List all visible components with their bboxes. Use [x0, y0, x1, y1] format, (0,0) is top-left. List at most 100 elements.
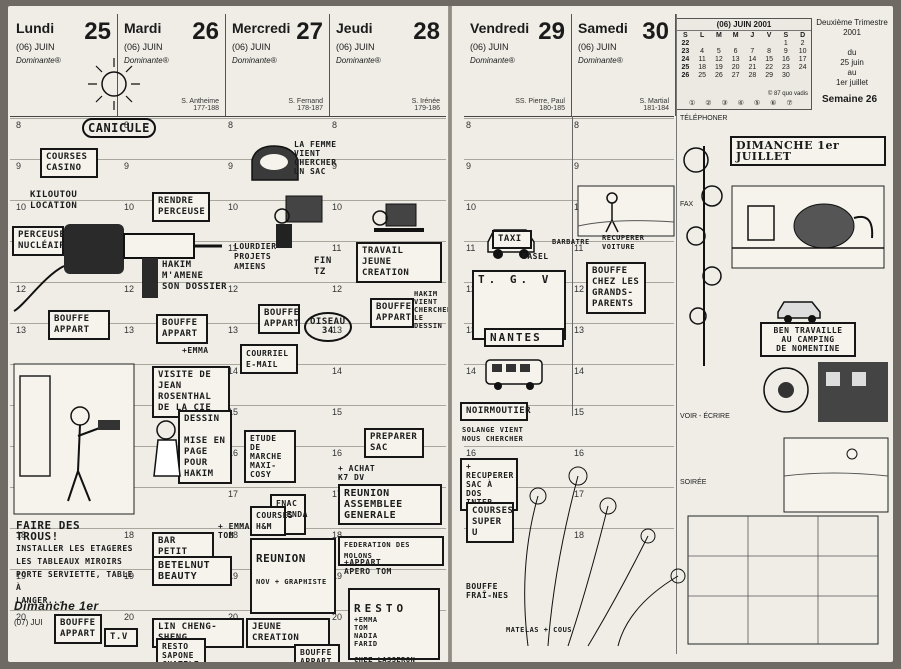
note-faire-trous: FAIRE DES TROUS!: [16, 519, 81, 543]
day-dominante: Dominante®: [16, 56, 61, 65]
hour-number: 8: [332, 120, 338, 130]
calendar-header-cell: L: [699, 31, 705, 39]
day-header-vendredi: Vendredi 29 (06) JUIN Dominante® SS. Pie…: [464, 14, 572, 116]
hour-line: [464, 323, 674, 324]
note-rendre-perceuse: RENDRE PERCEUSE: [152, 192, 210, 222]
note-courses-casino: COURSES CASINO: [40, 148, 98, 178]
hour-line: [464, 446, 674, 447]
hour-number: 8: [466, 120, 472, 130]
hour-number: 13: [228, 325, 239, 335]
beach-walker-icon: [577, 185, 675, 237]
note-nantes: NANTES: [484, 328, 564, 347]
resto-guests: +EMMA TOM NADIA FARID CHEZ LASSERON: [354, 616, 416, 662]
hour-number: 10: [16, 202, 27, 212]
note-federation: FEDERATION DES MOLONS: [338, 536, 444, 566]
house-icon: [818, 362, 888, 422]
calendar-day-cell: 21: [748, 63, 757, 71]
calendar-day-cell: [711, 39, 728, 47]
hour-line: [464, 487, 674, 488]
day-month: (06) JUIN: [124, 42, 163, 52]
note-ben: BEN TRAVAILLE AU CAMPING DE NOMENTINE: [760, 322, 856, 357]
calendar-day-cell: 16: [781, 55, 790, 63]
moon-phases: ① ② ③ ④ ⑤ ⑥ ⑦: [689, 100, 797, 107]
right-page: Vendredi 29 (06) JUIN Dominante® SS. Pie…: [452, 6, 893, 662]
note-preparer-sac: PREPARER SAC: [364, 428, 424, 458]
calendar-day-cell: 8: [767, 47, 772, 55]
note-bouffe-appart-6: BOUFFE APPART: [294, 644, 340, 662]
calendar-day-cell: 22: [681, 39, 690, 47]
calendar-day-cell: 17: [798, 55, 807, 63]
mini-calendar-credit: © 87 quo vadis: [767, 91, 808, 97]
day-saint: S. Irénée 179-186: [411, 98, 440, 112]
hour-number: 10: [124, 202, 135, 212]
telephoner-label: TÉLÉPHONER: [680, 115, 728, 122]
hour-number: 19: [16, 571, 27, 581]
note-bouffe-tn: BOUFFE FRAÎ-NES: [466, 582, 509, 600]
note-apero: +APPART APERO TOM: [344, 558, 392, 576]
hour-number: 14: [228, 366, 239, 376]
calendar-day-cell: [794, 71, 811, 79]
calendar-day-cell: 30: [781, 71, 790, 79]
day-saint: S. Martial 181-184: [639, 98, 669, 112]
resto-title: RESTO: [354, 602, 408, 615]
day-name: Samedi: [578, 20, 628, 36]
hour-number: 8: [124, 120, 130, 130]
note-barbatre: BARBATRE: [552, 238, 590, 246]
hour-number: 19: [124, 571, 135, 581]
hour-number: 13: [16, 325, 27, 335]
hour-number: 12: [574, 284, 585, 294]
hour-number: 15: [574, 407, 585, 417]
hour-line: [10, 487, 446, 488]
bus-icon: [485, 359, 543, 390]
note-kiloutou: KILOUTOU LOCATION: [30, 190, 78, 211]
hour-line: [10, 528, 446, 529]
day-dominante: Dominante®: [578, 56, 623, 65]
day-header-mardi: Mardi 26 (06) JUIN Dominante® S. Antheim…: [118, 14, 226, 116]
note-basel: BASEL: [522, 252, 549, 261]
day-name: Mardi: [124, 20, 162, 36]
hour-line: [464, 405, 674, 406]
hour-line: [464, 118, 674, 119]
day-header-mercredi: Mercredi 27 (06) JUIN Dominante® S. Fern…: [226, 14, 330, 116]
calendar-header-cell: M: [732, 31, 739, 39]
hour-number: 16: [228, 448, 239, 458]
hour-number: 20: [16, 612, 27, 622]
calendar-day-cell: 11: [698, 55, 706, 63]
hour-number: 17: [332, 489, 343, 499]
calendar-day-cell: [694, 39, 711, 47]
bag-icon: [251, 145, 299, 181]
hour-line: [464, 159, 674, 160]
hour-number: 10: [228, 202, 239, 212]
hour-number: 18: [332, 530, 343, 540]
hour-number: 12: [332, 284, 343, 294]
day-month: (06) JUIN: [16, 42, 55, 52]
day-month: (06) JUIN: [578, 42, 617, 52]
hollyhock-icon: [683, 146, 723, 366]
calendar-day-cell: 20: [731, 63, 740, 71]
note-achat: + ACHAT K7 DV: [338, 464, 376, 482]
hour-line: [10, 610, 446, 611]
note-hakim-vient: HAKIM VIENT CHERCHER LE DESSIN: [414, 290, 448, 330]
note-courses-hm: COURSES H&M: [250, 506, 293, 536]
calendar-day-cell: 25: [698, 71, 707, 79]
hour-number: 8: [228, 120, 234, 130]
header-divider: [464, 116, 674, 117]
reunion-title: REUNION: [256, 552, 306, 565]
day-divider: [572, 116, 573, 416]
book-gutter: [446, 6, 454, 662]
header-divider: [10, 116, 446, 117]
day-month: (06) JUIN: [232, 42, 271, 52]
note-etude: ETUDE DE MARCHE MAXI-COSY: [244, 430, 296, 483]
calendar-day-cell: 2: [800, 39, 805, 47]
note-reunion-1: REUNION NOV + GRAPHISTE: [250, 538, 336, 614]
computer-desk-icon: [274, 195, 323, 248]
calendar-day-cell: 13: [731, 55, 740, 63]
day-name: Lundi: [16, 20, 55, 36]
calendar-day-cell: 26: [681, 71, 690, 79]
hour-line: [10, 323, 446, 324]
soiree-label: SOIRÉE: [680, 479, 707, 486]
hour-line: [464, 241, 674, 242]
day-saint: S. Antheime 177-188: [181, 98, 219, 112]
hour-number: 8: [574, 120, 580, 130]
